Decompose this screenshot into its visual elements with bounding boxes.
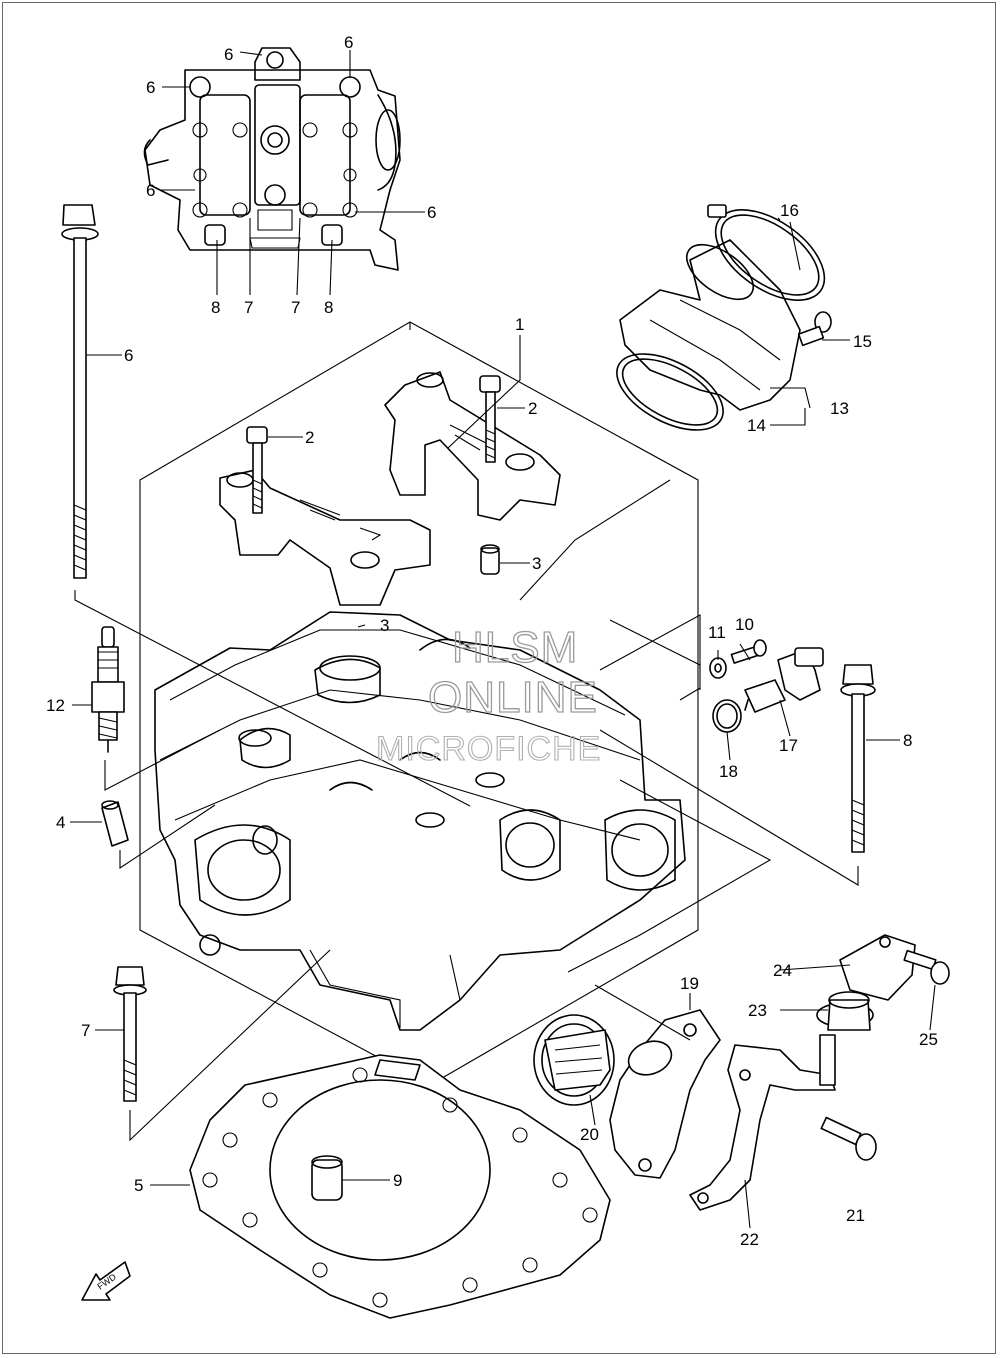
bolt-2-left [246, 426, 268, 514]
washer-11 [709, 657, 727, 679]
bolt-25 [903, 949, 950, 985]
callout-6-left-2: 6 [146, 181, 155, 200]
callout-22: 22 [740, 1230, 759, 1249]
watermark-line-2: ONLINE [428, 673, 598, 722]
callout-18: 18 [719, 762, 738, 781]
cylinder-head-top-view [143, 47, 401, 271]
stud-bolt-6 [61, 204, 99, 579]
bolt-10 [730, 639, 767, 664]
top-view-leaders [160, 50, 425, 296]
bolt-15 [797, 311, 832, 347]
callout-2-left: 2 [305, 428, 314, 447]
callout-11: 11 [708, 623, 726, 642]
bolt-2-right [479, 375, 501, 463]
callout-9: 9 [393, 1171, 402, 1190]
dowel-pin-9 [311, 1155, 343, 1201]
callout-15: 15 [853, 332, 872, 351]
pipe-bracket-22 [689, 1034, 836, 1211]
dowel-pin-4 [101, 800, 129, 847]
o-ring-14 [616, 353, 724, 431]
bracket-24 [839, 934, 916, 1001]
callout-3-lower: 3 [380, 616, 389, 635]
bolt-8 [840, 664, 876, 853]
callout-8-left: 8 [211, 298, 220, 317]
sensor-17 [744, 647, 824, 713]
callout-7-mid: 7 [291, 298, 300, 317]
callout-7-bolt: 7 [81, 1021, 90, 1040]
intake-pipe-13 [619, 239, 801, 411]
fwd-direction-arrow: FWD [81, 1261, 131, 1301]
callout-19: 19 [680, 974, 699, 993]
callout-8-right: 8 [324, 298, 333, 317]
callout-14: 14 [747, 416, 766, 435]
callout-20: 20 [580, 1125, 599, 1144]
cylinder-head-body [154, 611, 686, 1031]
callout-4: 4 [56, 813, 65, 832]
callout-25: 25 [919, 1030, 938, 1049]
callout-1: 1 [515, 315, 524, 334]
callout-6-top-left: 6 [224, 45, 233, 64]
callout-6-left: 6 [146, 78, 155, 97]
watermark-line-3: MICROFICHE [376, 730, 601, 768]
camshaft-holder-right [384, 371, 561, 521]
bolt-21 [820, 1116, 877, 1161]
callout-3-upper: 3 [532, 554, 541, 573]
clamp-16 [707, 204, 826, 301]
watermark: HLSM ONLINE MICROFICHE [375, 622, 601, 768]
callout-23: 23 [748, 1001, 767, 1020]
callout-7-left: 7 [244, 298, 253, 317]
callout-6-right: 6 [427, 203, 436, 222]
callout-17: 17 [779, 736, 798, 755]
callout-numbers: 6 6 6 6 6 8 7 7 8 6 1 2 2 3 3 12 4 7 5 9… [46, 33, 938, 1249]
callout-5: 5 [134, 1176, 143, 1195]
gasket-18 [712, 699, 742, 733]
assembly-outline [139, 321, 699, 1086]
spark-plug-12 [91, 626, 125, 753]
callout-8-bolt: 8 [903, 731, 912, 750]
callout-12: 12 [46, 696, 65, 715]
callout-24: 24 [773, 961, 792, 980]
callout-13: 13 [830, 399, 849, 418]
thermostat-housing-19 [609, 1009, 721, 1179]
callout-10: 10 [735, 615, 754, 634]
camshaft-holder-left [219, 469, 431, 606]
leader-lines [70, 217, 936, 1229]
hose-fitting-23 [816, 991, 874, 1031]
callout-6-top-right: 6 [344, 33, 353, 52]
callout-21: 21 [846, 1206, 865, 1225]
dowel-pin-3-upper [480, 544, 500, 575]
callout-16: 16 [780, 201, 799, 220]
thermostat-20 [533, 1014, 615, 1106]
callout-2-right: 2 [528, 399, 537, 418]
callout-6-stud: 6 [124, 346, 133, 365]
head-gasket-5 [189, 1054, 611, 1319]
watermark-line-1: HLSM [452, 623, 578, 672]
bolt-7 [113, 966, 147, 1102]
